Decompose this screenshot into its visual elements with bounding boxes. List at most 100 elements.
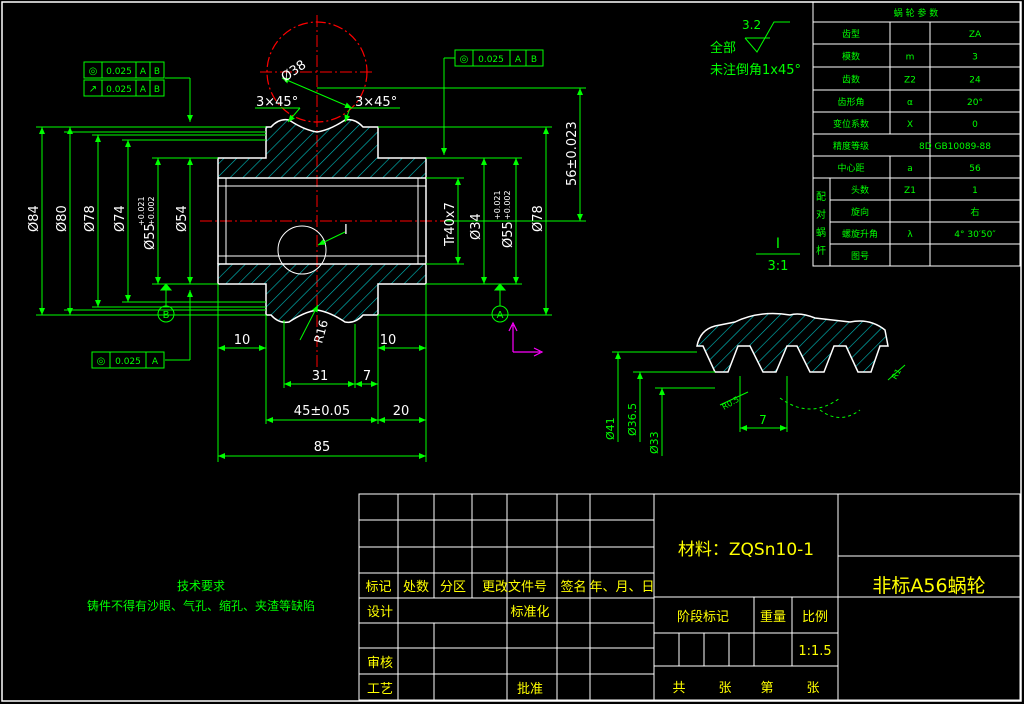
dim-r16: R16	[311, 318, 331, 344]
gear-param-name: 齿型	[842, 29, 860, 40]
bl-datum-a: A	[152, 357, 159, 367]
gear-param-symbol: a	[907, 164, 913, 174]
bl-value: 0.025	[115, 357, 141, 367]
mating-param-value: 4° 30′50″	[954, 230, 996, 240]
tech-req-title: 技术要求	[177, 579, 225, 593]
dim-d78-right: Ø78	[531, 205, 546, 232]
mating-group-label: 配对蜗杆	[816, 191, 826, 257]
revision-header: 更改文件号	[482, 580, 547, 595]
gear-param-name: 齿形角	[837, 96, 864, 108]
lower-section-hatch	[217, 263, 427, 324]
tb-sheets: 共 张 第 张	[672, 681, 819, 696]
surface-note-line1: 全部	[710, 40, 736, 56]
gear-param-symbol: m	[906, 53, 915, 63]
dim-d54: Ø54	[175, 205, 190, 232]
mating-param-value: 右	[970, 206, 979, 218]
gear-param-value: 56	[969, 164, 981, 174]
detail-d41: Ø41	[604, 417, 617, 440]
detail-d33: Ø33	[648, 431, 661, 454]
tb-scale-label: 比例	[802, 610, 828, 625]
detail-r1: R1	[890, 367, 903, 381]
revision-header: 标记	[365, 580, 391, 595]
tb-weight: 重量	[760, 609, 786, 625]
tl2-value: 0.025	[106, 85, 132, 95]
datum-label-b: B	[163, 310, 170, 321]
bl-symbol: ◎	[97, 356, 106, 367]
tl2-datum-b: B	[154, 85, 160, 95]
tb-review: 审核	[367, 656, 393, 671]
gear-param-symbol: X	[907, 120, 913, 130]
dim-tol-right-bot: +0.002	[503, 190, 512, 220]
tl1-symbol: ◎	[89, 66, 98, 77]
dim-w10b: 10	[380, 333, 397, 348]
tl2-symbol: ↗	[89, 84, 97, 95]
tr-datum-a: A	[515, 55, 522, 65]
dim-tol-right-top: +0.021	[493, 190, 502, 220]
dim-d38: Ø38	[279, 58, 310, 86]
dim-w85: 85	[314, 440, 331, 455]
gear-param-value: 0	[972, 120, 978, 130]
dim-w31: 31	[312, 369, 329, 384]
dim-w20: 20	[393, 404, 410, 419]
ucs-icon	[508, 321, 544, 357]
tolerance-frame-tr	[454, 49, 544, 67]
upper-section-hatch	[217, 118, 427, 179]
gear-param-symbol: α	[907, 98, 913, 108]
mating-param-name: 头数	[851, 184, 869, 196]
gear-param-name: 精度等级	[833, 140, 869, 152]
dim-chamfer-left: 3×45°	[256, 95, 298, 110]
dim-d78: Ø78	[83, 205, 98, 232]
tb-stage-mark: 阶段标记	[677, 610, 729, 625]
dim-chamfer-right: 3×45°	[355, 95, 397, 110]
tolerance-frame-tl1	[83, 61, 165, 79]
mating-param-value: 1	[972, 186, 978, 196]
tech-req-line1: 铸件不得有沙眼、气孔、缩孔、夹渣等缺陷	[87, 598, 315, 613]
mating-param-name: 图号	[851, 251, 869, 262]
tb-material: 材料：ZQSn10-1	[678, 540, 814, 560]
tr-value: 0.025	[478, 55, 504, 65]
title-block	[358, 493, 1021, 701]
dim-d55-right: Ø55	[501, 221, 516, 248]
surface-note-line2: 未注倒角1x45°	[710, 63, 801, 78]
dim-w10a: 10	[234, 333, 251, 348]
dim-w7: 7	[363, 369, 371, 384]
tb-process: 工艺	[367, 682, 393, 697]
gear-param-name: 变位系数	[833, 118, 869, 130]
revision-header: 签名	[560, 579, 586, 595]
dim-d80: Ø80	[55, 205, 70, 232]
tl2-datum-a: A	[140, 85, 147, 95]
tb-part-name: 非标A56蜗轮	[872, 575, 985, 597]
roughness-symbol	[744, 21, 790, 53]
gear-param-value: 24	[969, 76, 981, 86]
tr-datum-b: B	[531, 55, 537, 65]
tl1-datum-a: A	[140, 67, 147, 77]
tb-standardize: 标准化	[510, 605, 549, 620]
detail-pitch: 7	[759, 413, 767, 427]
gear-parameter-table	[812, 1, 1021, 267]
tolerance-frame-tl2	[83, 79, 165, 97]
revision-header: 分区	[440, 580, 466, 595]
mating-param-symbol: Z1	[904, 186, 916, 196]
detail-r05: R0.5	[721, 395, 741, 412]
dim-tr40: Tr40x7	[443, 202, 458, 247]
mating-param-name: 旋向	[851, 206, 869, 218]
tl1-datum-b: B	[154, 67, 160, 77]
dim-d55-left: Ø55	[143, 223, 158, 250]
tb-scale-value: 1:1.5	[798, 644, 831, 659]
dim-d34: Ø34	[469, 213, 484, 240]
dim-d74: Ø74	[113, 205, 128, 232]
detail-circle	[277, 225, 327, 275]
mating-param-symbol: λ	[907, 230, 913, 240]
dim-d56: 56±0.023	[565, 121, 580, 186]
gear-param-name: 齿数	[842, 74, 860, 86]
detail-tooth-profile	[696, 312, 889, 373]
gear-table-title: 蜗 轮 参 数	[894, 7, 939, 19]
detail-label: I	[776, 236, 780, 252]
tr-symbol: ◎	[460, 54, 469, 65]
dim-w45: 45±0.05	[294, 404, 350, 419]
dim-detail-ref: I	[344, 223, 348, 238]
revision-header: 年、月、日	[589, 580, 654, 595]
tolerance-frame-bl	[91, 351, 165, 369]
